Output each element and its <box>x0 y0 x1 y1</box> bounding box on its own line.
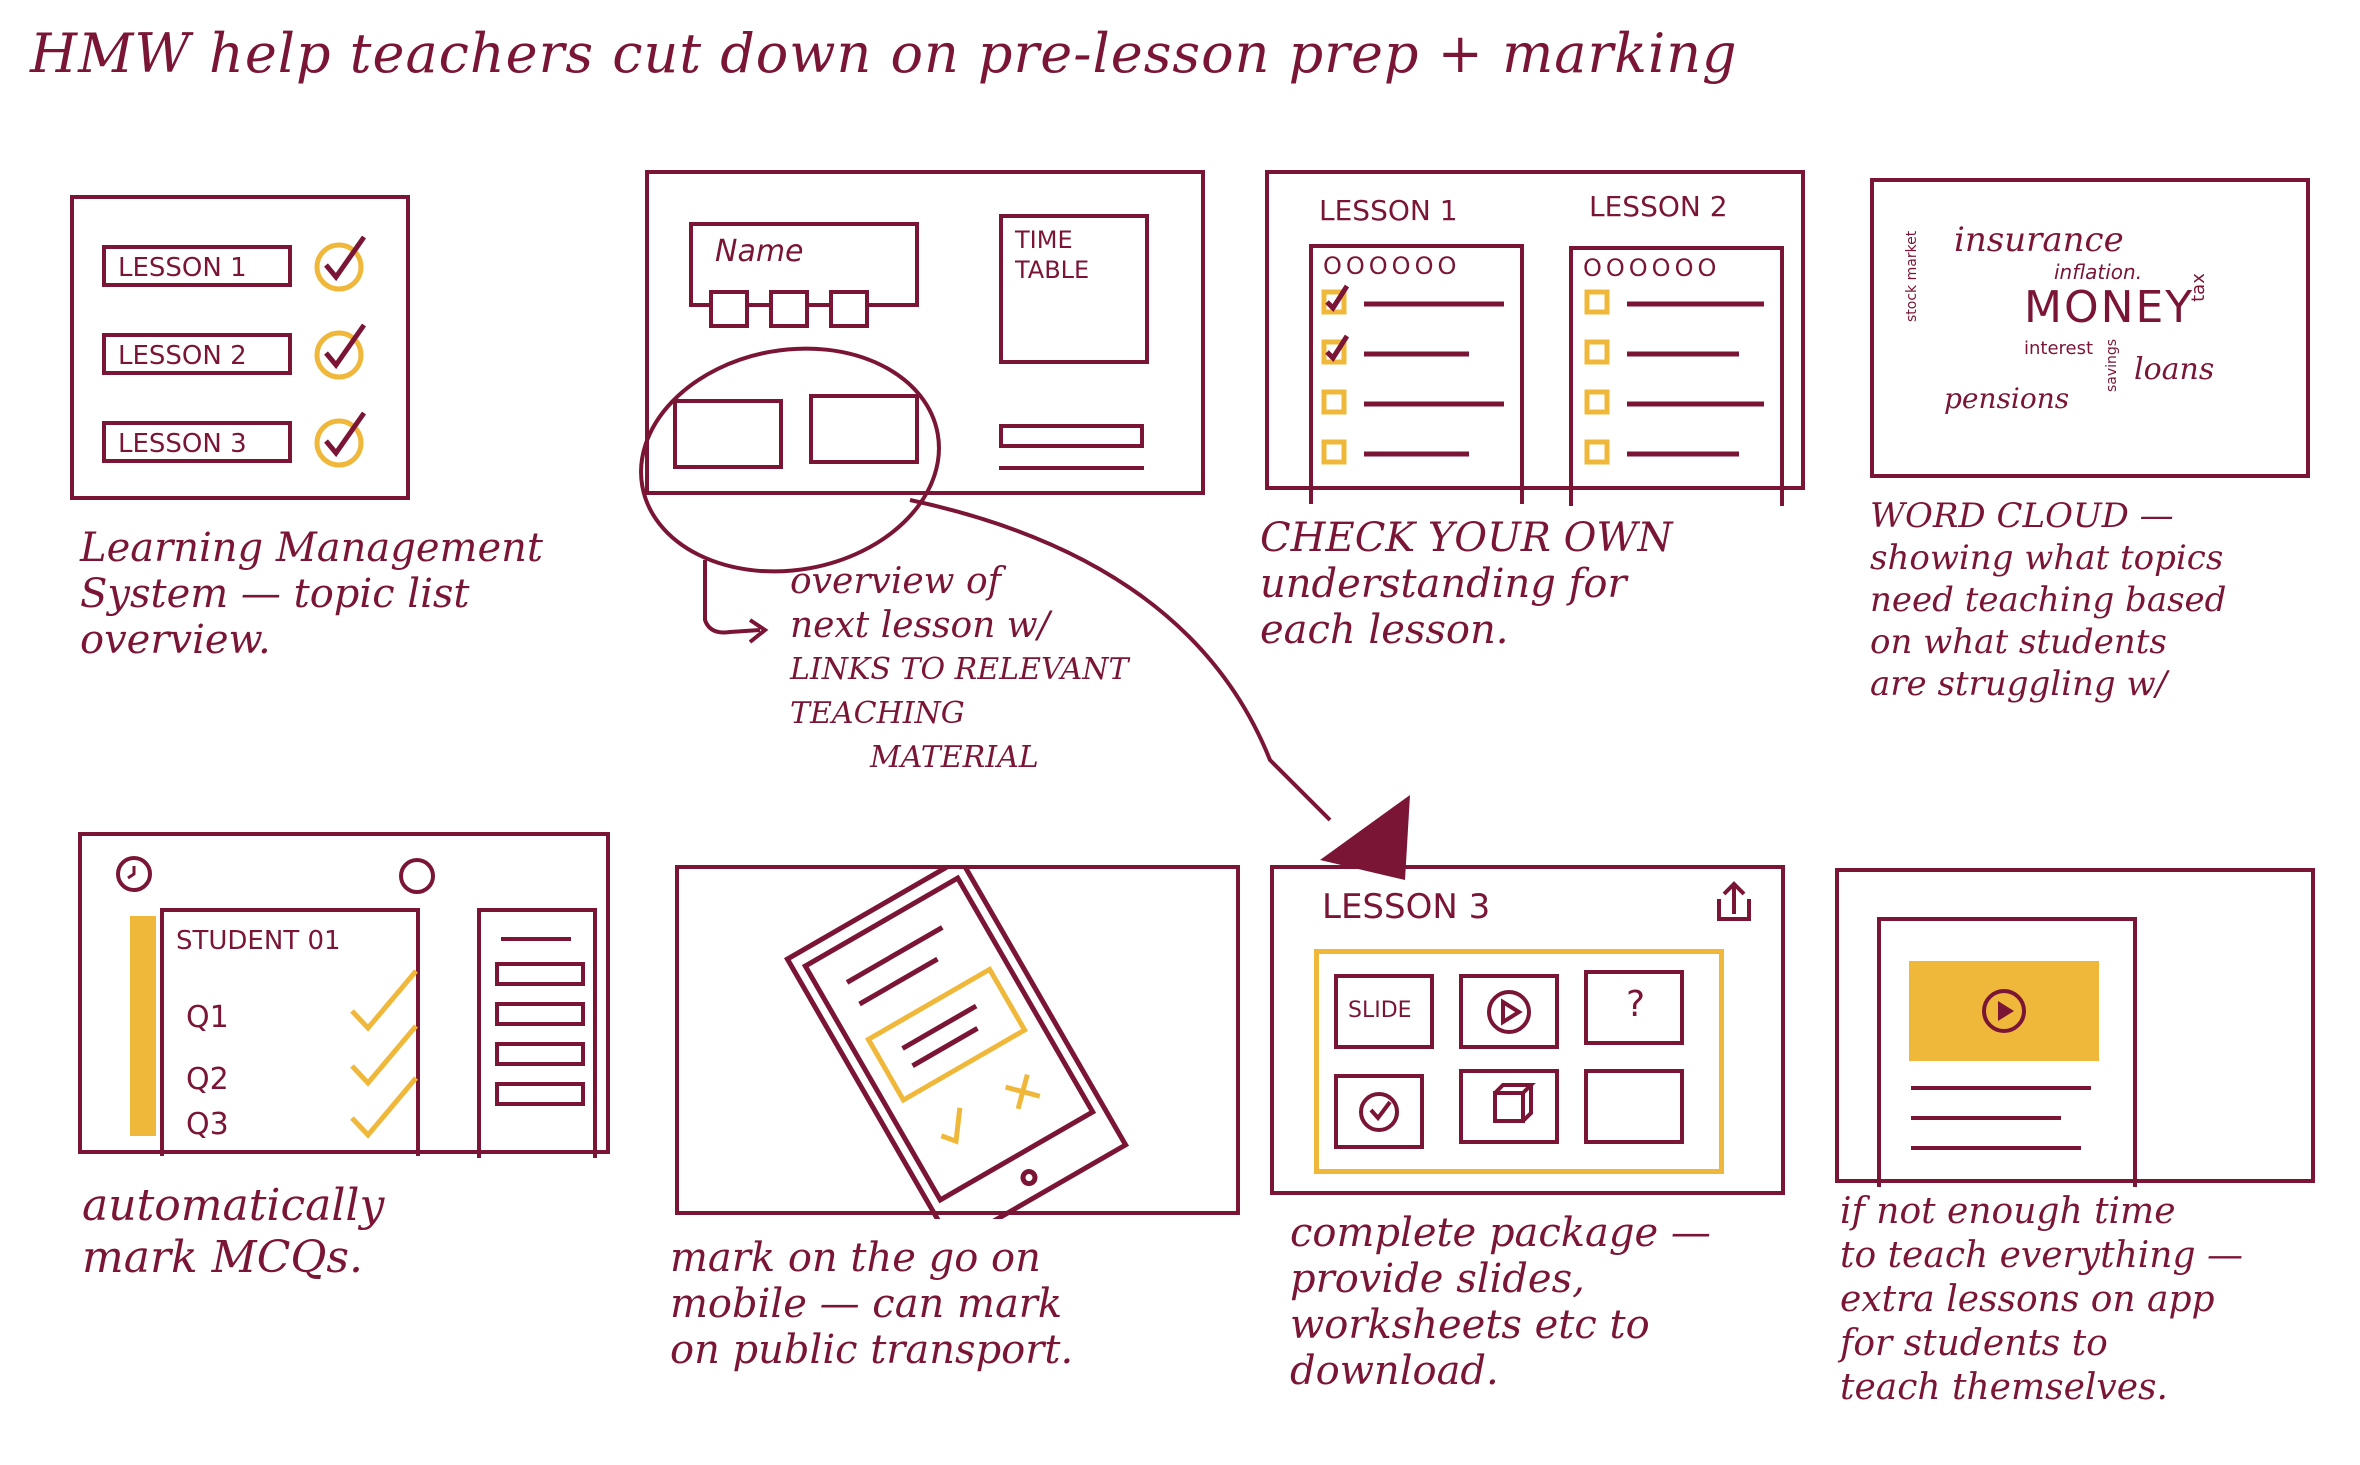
folder-icon <box>399 858 435 894</box>
lesson-2-column: OOOOOO <box>1569 246 1784 506</box>
lesson-row-2: LESSON 2 <box>102 333 292 375</box>
caption-p6: mark on the go on mobile — can mark on p… <box>670 1235 1074 1373</box>
panel-word-cloud: insurance inflation. MONEY tax stock mar… <box>1870 178 2310 478</box>
lesson-1-heading: LESSON 1 <box>1319 194 1458 227</box>
check-icon <box>350 969 418 1139</box>
play-icon <box>1982 989 2026 1033</box>
highlight-bar <box>130 916 156 1136</box>
lesson-thumb <box>809 394 919 464</box>
caption-p8: if not enough time to teach everything —… <box>1840 1191 2243 1408</box>
quiz-tile[interactable]: ? <box>1584 970 1684 1045</box>
folder-tile[interactable] <box>1584 1069 1684 1144</box>
video-player[interactable] <box>1909 961 2099 1061</box>
question-label: Q2 <box>186 1062 229 1097</box>
question-label: Q3 <box>186 1107 229 1142</box>
slide-tile[interactable]: SLIDE <box>1334 974 1434 1049</box>
lesson-thumb <box>673 399 783 469</box>
video-tile[interactable] <box>1459 974 1559 1049</box>
panel-mobile-marking <box>675 865 1240 1219</box>
panel-check-understanding: LESSON 1 LESSON 2 OOOOOO OOOOOO <box>1265 170 1805 506</box>
check-circle-icon <box>314 235 367 468</box>
lesson-1-column: OOOOOO <box>1309 244 1524 504</box>
package-container: SLIDE ? <box>1314 949 1724 1174</box>
mini-card <box>709 290 749 328</box>
student-sheet: STUDENT 01 Q1 Q2 Q3 <box>160 908 420 1156</box>
lesson-row-3: LESSON 3 <box>102 421 292 463</box>
lesson-row-1: LESSON 1 <box>102 245 292 287</box>
caption-p7: complete package — provide slides, works… <box>1290 1210 1711 1394</box>
lesson-page <box>1877 917 2137 1187</box>
word-interest: interest <box>2024 338 2094 359</box>
check-tile[interactable] <box>1334 1074 1424 1149</box>
timetable-label: TABLE <box>1015 256 1090 284</box>
play-icon <box>1487 990 1531 1034</box>
panel-complete-package: LESSON 3 SLIDE ? <box>1270 865 1785 1195</box>
link-bar <box>999 424 1144 448</box>
lesson-row-label: LESSON 3 <box>118 429 247 459</box>
word-pensions: pensions <box>1944 382 2070 415</box>
timetable-card: TIME TABLE <box>999 214 1149 364</box>
lesson-2-heading: LESSON 2 <box>1589 190 1728 223</box>
caption-p2: overview of next lesson w/ LINKS TO RELE… <box>790 561 1129 775</box>
panel-auto-mark-mcq: STUDENT 01 Q1 Q2 Q3 <box>78 832 610 1158</box>
question-icon: ? <box>1626 984 1646 1025</box>
caption-p3: CHECK YOUR OWN understanding for each le… <box>1260 515 1673 653</box>
clock-icon <box>116 856 435 894</box>
timetable-label: TIME <box>1015 226 1073 254</box>
name-label: Name <box>715 234 804 269</box>
question-label: Q1 <box>186 1000 229 1035</box>
caption-p5: automatically mark MCQs. <box>82 1180 385 1283</box>
word-insurance: insurance <box>1954 220 2124 260</box>
check-circle-icon <box>1359 1092 1399 1132</box>
link-bar-line <box>999 466 1144 470</box>
page-title: HMW help teachers cut down on pre-lesson… <box>30 22 1738 85</box>
word-loans: loans <box>2134 352 2215 387</box>
side-list <box>477 908 597 1158</box>
box-tile[interactable] <box>1459 1069 1559 1144</box>
mini-card <box>769 290 809 328</box>
mobile-device <box>783 869 1130 1219</box>
slide-label: SLIDE <box>1348 998 1412 1023</box>
box-icon <box>1493 1083 1536 1123</box>
lesson-3-heading: LESSON 3 <box>1322 887 1491 927</box>
caption-p1: Learning Management System — topic list … <box>80 525 543 663</box>
mini-card <box>829 290 869 328</box>
share-icon[interactable] <box>1274 869 1789 1199</box>
lesson-row-label: LESSON 2 <box>118 341 247 371</box>
progress-dots: OOOOOO <box>1323 252 1461 280</box>
word-money: MONEY <box>2024 282 2195 333</box>
panel-next-lesson-overview: Name TIME TABLE <box>645 170 1205 495</box>
panel-lms-topic-list: LESSON 1 LESSON 2 LESSON 3 <box>70 195 410 500</box>
checkbox-icon <box>1321 284 1764 465</box>
word-inflation: inflation. <box>2054 260 2143 284</box>
progress-dots: OOOOOO <box>1583 254 1721 282</box>
student-header: STUDENT 01 <box>176 926 341 956</box>
caption-p4: WORD CLOUD — showing what topics need te… <box>1870 496 2227 704</box>
panel-extra-lessons <box>1835 868 2315 1187</box>
lesson-row-label: LESSON 1 <box>118 253 247 283</box>
